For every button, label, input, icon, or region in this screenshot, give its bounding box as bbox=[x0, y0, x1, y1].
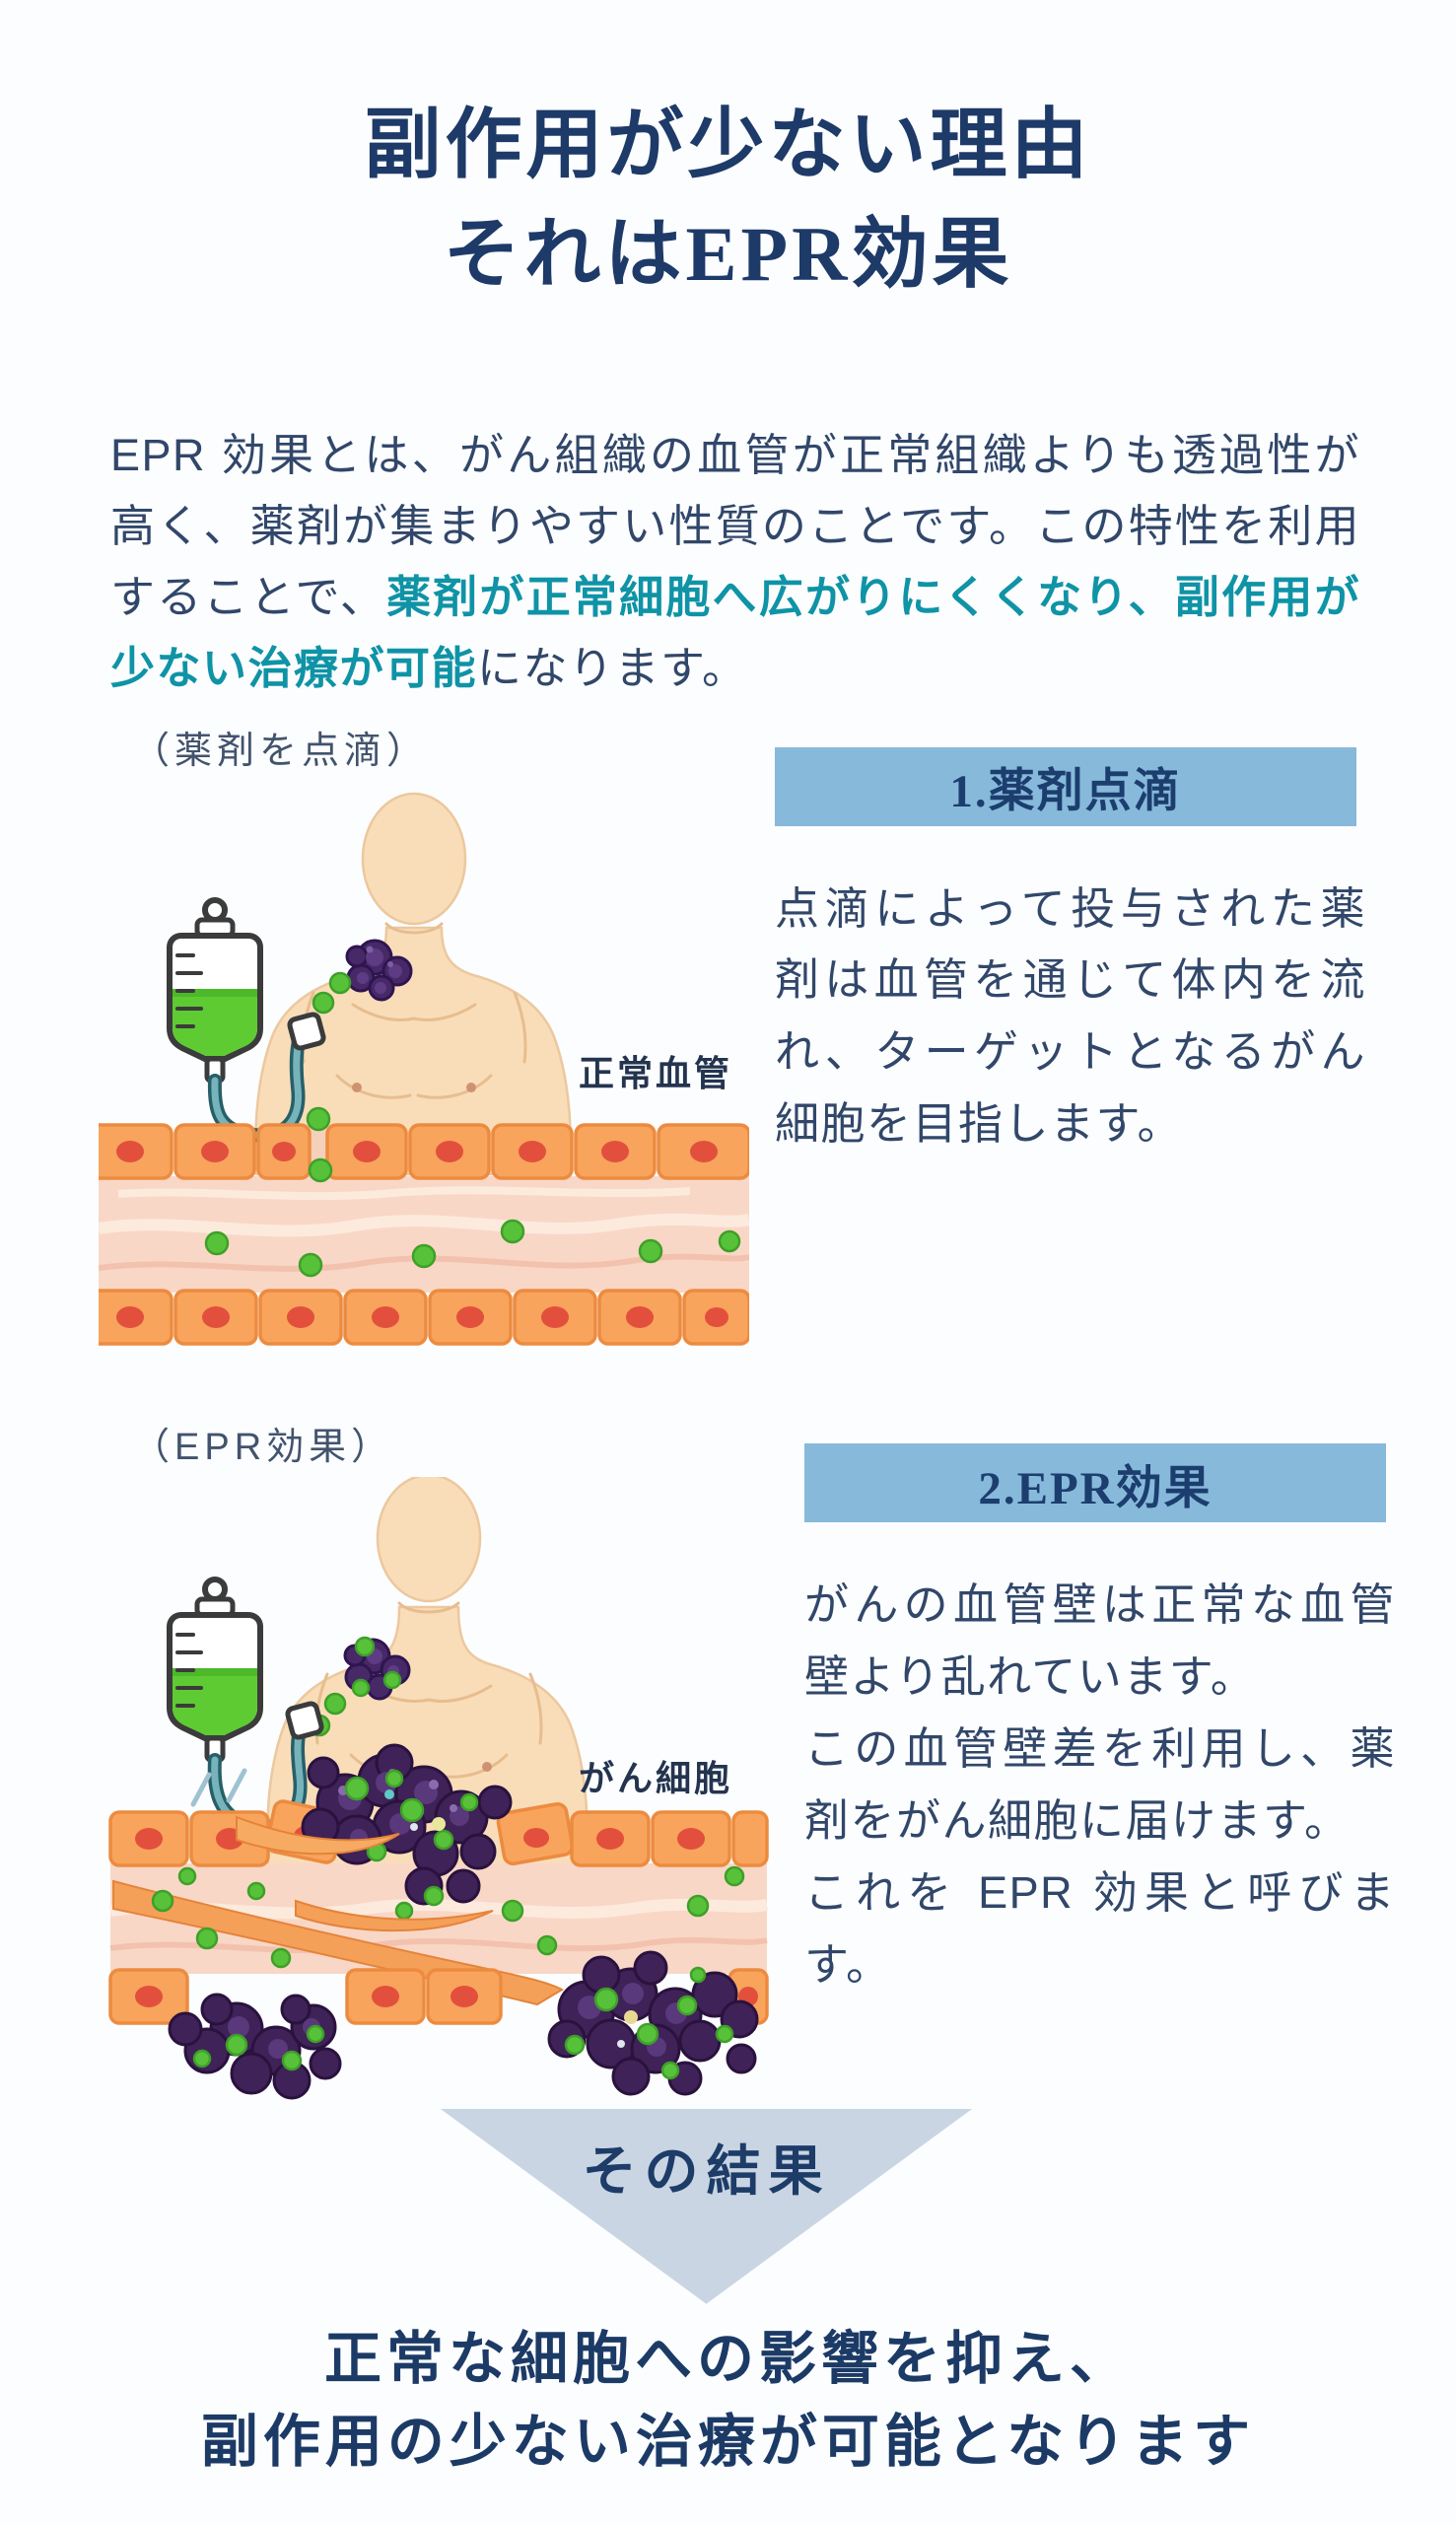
intro-text-before: EPR 効果とは、がん組織の血管が正常組織よりも透過性が高く、薬剤が集まりやすい… bbox=[110, 429, 1360, 622]
conclusion-line1: 正常な細胞への影響を抑え、 bbox=[323, 2326, 1132, 2391]
drug-particles-passing-gap bbox=[306, 1106, 333, 1183]
page-title: 副作用が少ない理由 それはEPR効果 bbox=[0, 0, 1456, 310]
section-drug-infusion: （薬剤を点滴） bbox=[0, 730, 1456, 1417]
illustration-caption-2: （EPR効果） bbox=[132, 1427, 394, 1469]
normal-blood-vessel bbox=[87, 1106, 751, 1346]
illustration-column-2: （EPR効果） bbox=[99, 1426, 779, 2123]
torn-vessel-strand bbox=[295, 1899, 494, 1931]
result-arrow-section: その結果 bbox=[0, 2108, 1456, 2304]
disrupted-blood-vessel bbox=[108, 1743, 769, 2100]
drug-particles-in-vessel bbox=[204, 1219, 741, 1278]
iv-connector bbox=[287, 1012, 326, 1051]
illustration-caption-1: （薬剤を点滴） bbox=[132, 730, 430, 772]
step-body-2: がんの血管壁は正常な血管壁より乱れています。 この血管壁差を利用し、薬剤をがん細… bbox=[804, 1579, 1396, 1990]
torn-vessel-strand bbox=[236, 1815, 400, 1855]
tumor-below-right bbox=[547, 1950, 759, 2096]
tumor-below-left bbox=[168, 1993, 342, 2100]
human-figure bbox=[253, 792, 573, 1176]
text-column-1: 1.薬剤点滴 点滴によって投与された薬剤は血管を通じて体内を流れ、ターゲットとな… bbox=[775, 730, 1378, 1161]
iv-drip-bag-icon bbox=[167, 1576, 263, 1763]
illustration-column-1: （薬剤を点滴） bbox=[87, 730, 751, 1417]
vessel-wall-top bbox=[87, 1123, 751, 1180]
intro-highlight: 薬剤が正常細胞へ広がりにくくなり、副作用が少ない治療が可能 bbox=[110, 571, 1360, 693]
tumor-with-drug-icon bbox=[343, 1636, 411, 1701]
illustration-drug-infusion: 正常血管 bbox=[87, 792, 751, 1346]
step-header-2: 2.EPR効果 bbox=[804, 1443, 1386, 1523]
page-title-line1: 副作用が少ない理由 bbox=[364, 102, 1092, 187]
step-body-1: 点滴によって投与された薬剤は血管を通じて体内を流れ、ターゲットとなるがん細胞を目… bbox=[775, 882, 1366, 1150]
page-title-line2: それはEPR効果 bbox=[443, 210, 1013, 297]
conclusion-text: 正常な細胞への影響を抑え、 副作用の少ない治療が可能となります bbox=[0, 2318, 1456, 2484]
text-column-2: 2.EPR効果 がんの血管壁は正常な血管壁より乱れています。 この血管壁差を利用… bbox=[804, 1426, 1408, 2000]
section-epr-effect: （EPR効果） bbox=[0, 1426, 1456, 2123]
leak-hatch-marks bbox=[190, 1768, 247, 1807]
result-arrow-label: その結果 bbox=[582, 2140, 831, 2202]
intro-paragraph: EPR 効果とは、がん組織の血管が正常組織よりも透過性が高く、薬剤が集まりやすい… bbox=[110, 420, 1360, 704]
drug-dots-trail bbox=[312, 971, 352, 1015]
drug-particles-on-tumor bbox=[344, 1769, 479, 1920]
step-header-1: 1.薬剤点滴 bbox=[775, 746, 1356, 826]
iv-connector bbox=[285, 1701, 324, 1740]
conclusion-line2: 副作用の少ない治療が可能となります bbox=[200, 2409, 1256, 2474]
vessel-wall-bottom bbox=[108, 1967, 769, 2025]
vessel-label: 正常血管 bbox=[579, 1053, 732, 1093]
intro-text-after: になります。 bbox=[477, 642, 748, 693]
cancer-cells-label: がん細胞 bbox=[579, 1758, 732, 1798]
drug-particles-in-vessel bbox=[151, 1865, 745, 1968]
iv-drip-bag-icon bbox=[167, 897, 263, 1084]
vessel-wall-top bbox=[108, 1798, 769, 1867]
illustration-epr-effect: がん細胞 bbox=[108, 1473, 769, 2100]
vessel-wall-bottom bbox=[87, 1289, 751, 1346]
down-triangle-arrow-icon: その結果 bbox=[440, 2108, 973, 2304]
